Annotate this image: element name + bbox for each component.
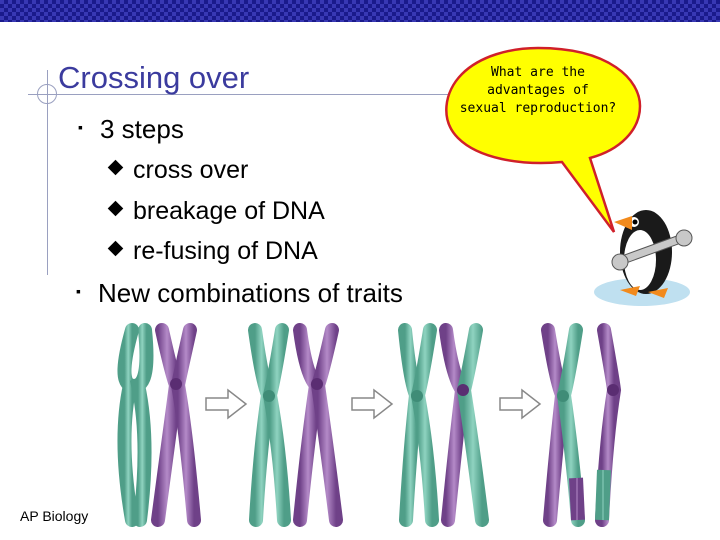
speech-bubble-text: What are the advantages of sexual reprod… bbox=[448, 64, 628, 118]
arrow-icon bbox=[499, 388, 542, 420]
bubble-line-1: What are the bbox=[491, 65, 585, 80]
chromosome-stage-1 bbox=[117, 323, 201, 527]
sub-bullet-text: cross over bbox=[133, 156, 249, 184]
arrow-icon bbox=[205, 388, 248, 420]
sub-bullet-cross-over: cross over bbox=[107, 156, 249, 185]
slide-title: Crossing over bbox=[58, 60, 250, 95]
diamond-bullet-icon bbox=[107, 159, 124, 176]
diamond-bullet-icon bbox=[107, 200, 124, 217]
chromosome-stage-2 bbox=[248, 323, 343, 527]
crosshair-circle bbox=[37, 84, 57, 104]
bubble-line-2: advantages of bbox=[487, 83, 589, 98]
crosshair-vertical-line bbox=[47, 70, 48, 275]
sub-bullet-refusing: re-fusing of DNA bbox=[107, 237, 318, 266]
bullet-new-combinations-text: New combinations of traits bbox=[98, 278, 403, 308]
chromosome-stage-4 bbox=[541, 323, 622, 527]
arrow-icon bbox=[351, 388, 394, 420]
bubble-line-3: sexual reproduction? bbox=[459, 101, 617, 116]
sub-bullet-text: breakage of DNA bbox=[133, 197, 325, 225]
bullet-new-combinations: ▪ New combinations of traits bbox=[76, 278, 403, 309]
chromosome-stage-3 bbox=[398, 323, 489, 527]
square-bullet-icon: ▪ bbox=[78, 119, 83, 135]
sub-bullet-text: re-fusing of DNA bbox=[133, 237, 318, 265]
diamond-bullet-icon bbox=[107, 240, 124, 257]
top-banner bbox=[0, 0, 720, 22]
crosshair-icon bbox=[28, 94, 628, 95]
footer-label: AP Biology bbox=[20, 508, 89, 524]
bullet-steps: ▪ 3 steps bbox=[78, 114, 184, 145]
bullet-steps-text: 3 steps bbox=[100, 114, 184, 144]
wrench-icon bbox=[611, 229, 693, 271]
sub-bullet-breakage: breakage of DNA bbox=[107, 197, 325, 226]
square-bullet-icon: ▪ bbox=[76, 283, 81, 299]
